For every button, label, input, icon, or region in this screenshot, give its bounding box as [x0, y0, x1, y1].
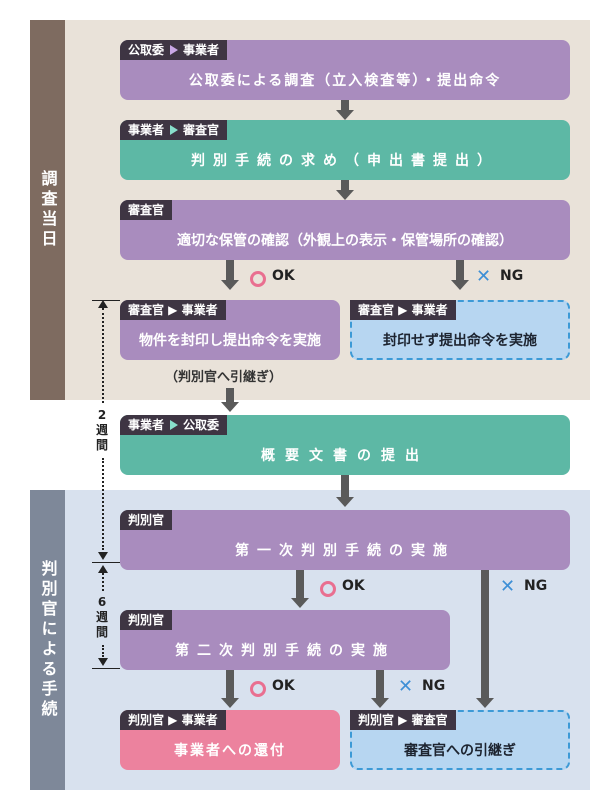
step-request: 事業者審査官 判別手続の求め（申出書提出） [120, 120, 570, 180]
timeline-line [102, 645, 104, 657]
step-tag: 判別官 [120, 610, 173, 630]
step-summary-submit: 事業者公取委 概要文書の提出 [120, 415, 570, 475]
arrow-down-icon [226, 388, 234, 404]
two-weeks-label: 2 週 間 [95, 408, 108, 452]
timeline-line [102, 573, 104, 591]
step-tag: 事業者審査官 [120, 120, 228, 140]
ok-label: OK [272, 678, 295, 694]
ng-label: NG [500, 268, 524, 284]
six-weeks-label: 6 週 間 [95, 595, 108, 639]
step-tag: 審査官 ▶ 事業者 [120, 300, 226, 320]
step-tag: 判別官 [120, 510, 173, 530]
arrow-down-icon [341, 100, 349, 112]
step-return-to-business: 判別官 ▶ 事業者 事業者への還付 [120, 710, 340, 770]
arrow-down-icon [341, 180, 349, 192]
ng-label: NG [524, 578, 548, 594]
timeline-tick [92, 668, 120, 669]
step-text: 適切な保管の確認（外観上の表示・保管場所の確認） [177, 233, 513, 249]
arrow-head-icon [221, 280, 239, 290]
step-no-seal-order: 審査官 ▶ 事業者 封印せず提出命令を実施 [350, 300, 570, 360]
arrow-head-icon [221, 402, 239, 412]
timeline-line [102, 308, 104, 403]
timeline-start-icon [98, 565, 108, 573]
ng-cross-icon: ✕ [398, 676, 414, 697]
timeline-tick [92, 300, 120, 301]
step-tag: 判別官 ▶ 審査官 [350, 710, 456, 730]
arrow-head-icon [336, 110, 354, 120]
timeline-end-icon [98, 552, 108, 560]
step-text: 公取委による調査（立入検査等）・提出命令 [188, 73, 502, 89]
step-tag: 判別官 ▶ 事業者 [120, 710, 226, 730]
step-text: 物件を封印し提出命令を実施 [139, 333, 321, 349]
arrow-down-icon [481, 570, 489, 698]
step-text: 第二次判別手続の実施 [175, 643, 395, 659]
step-second-discrimination: 判別官 第二次判別手続の実施 [120, 610, 450, 670]
arrow-down-icon [456, 260, 464, 280]
arrow-down-icon [296, 570, 304, 598]
arrow-down-icon [226, 670, 234, 698]
arrow-head-icon [476, 698, 494, 708]
step-text: 概要文書の提出 [261, 448, 429, 464]
step-seal-order: 審査官 ▶ 事業者 物件を封印し提出命令を実施 [120, 300, 340, 360]
arrow-head-icon [451, 280, 469, 290]
arrow-head-icon [371, 698, 389, 708]
survey-day-label: 調査当日 [30, 20, 65, 400]
arrow-head-icon [221, 698, 239, 708]
arrow-down-icon [341, 475, 349, 497]
timeline-tick [92, 562, 120, 563]
ng-label: NG [422, 678, 446, 694]
discriminator-procedure-label: 判別官による手続 [30, 490, 65, 790]
arrow-right-icon [170, 124, 179, 135]
step-text: 封印せず提出命令を実施 [383, 333, 537, 349]
step-tag: 審査官 ▶ 事業者 [350, 300, 456, 320]
ok-circle-icon [250, 271, 266, 287]
step-text: 事業者への還付 [174, 743, 286, 759]
arrow-right-icon [170, 419, 179, 430]
step-first-discrimination: 判別官 第一次判別手続の実施 [120, 510, 570, 570]
ng-cross-icon: ✕ [500, 576, 516, 597]
step-tag: 事業者公取委 [120, 415, 228, 435]
arrow-head-icon [336, 497, 354, 507]
ok-label: OK [272, 268, 295, 284]
arrow-head-icon [291, 598, 309, 608]
ok-circle-icon [320, 581, 336, 597]
ok-label: OK [342, 578, 365, 594]
timeline-start-icon [98, 300, 108, 308]
step-text: 審査官への引継ぎ [404, 743, 516, 759]
arrow-down-icon [226, 260, 234, 280]
ok-circle-icon [250, 681, 266, 697]
step-text: 判別手続の求め（申出書提出） [191, 153, 499, 169]
step-tag: 公取委事業者 [120, 40, 228, 60]
arrow-head-icon [336, 190, 354, 200]
ng-cross-icon: ✕ [476, 266, 492, 287]
timeline-end-icon [98, 658, 108, 666]
timeline-line [102, 458, 104, 550]
arrow-right-icon [170, 44, 179, 55]
step-tag: 審査官 [120, 200, 173, 220]
step-text: 第一次判別手続の実施 [235, 543, 455, 559]
step-investigation: 公取委事業者 公取委による調査（立入検査等）・提出命令 [120, 40, 570, 100]
handover-note: （判別官へ引継ぎ） [165, 370, 283, 385]
arrow-down-icon [376, 670, 384, 698]
step-handover-to-examiner: 判別官 ▶ 審査官 審査官への引継ぎ [350, 710, 570, 770]
step-storage-check: 審査官 適切な保管の確認（外観上の表示・保管場所の確認） [120, 200, 570, 260]
